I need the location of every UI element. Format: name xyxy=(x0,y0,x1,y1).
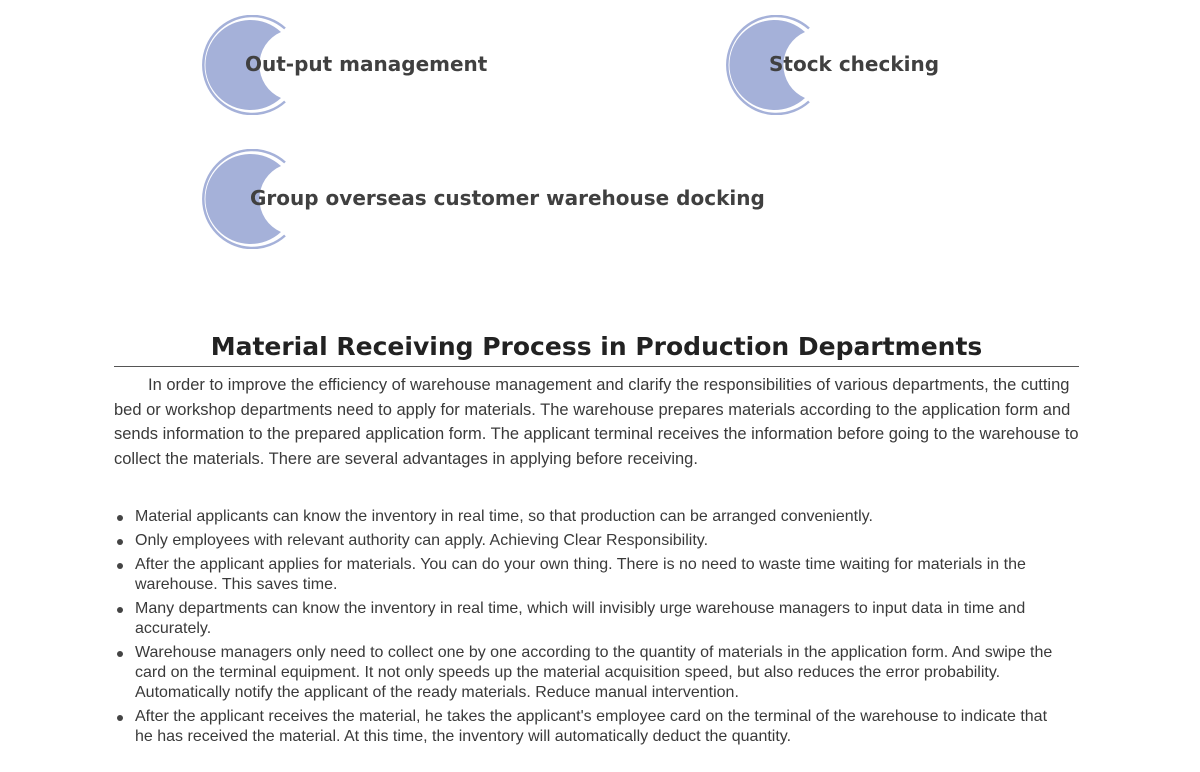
bullet-icon xyxy=(117,539,123,545)
bullet-icon xyxy=(117,607,123,613)
crescent-badge-icon xyxy=(202,15,286,115)
crescent-badge-icon xyxy=(202,149,286,249)
title-divider xyxy=(114,366,1079,367)
list-item: Only employees with relevant authority c… xyxy=(114,531,1059,551)
list-item: After the applicant receives the materia… xyxy=(114,707,1059,747)
bullet-icon xyxy=(117,563,123,569)
list-item-text: After the applicant receives the materia… xyxy=(135,708,1048,745)
section-title: Material Receiving Process in Production… xyxy=(210,332,983,361)
list-item-text: After the applicant applies for material… xyxy=(135,556,1026,593)
intro-paragraph: In order to improve the efficiency of wa… xyxy=(114,376,1079,468)
list-item: Many departments can know the inventory … xyxy=(114,599,1059,639)
list-item-text: Material applicants can know the invento… xyxy=(135,508,873,525)
feature-label: Stock checking xyxy=(769,52,940,76)
list-item: After the applicant applies for material… xyxy=(114,555,1059,595)
advantages-list: Material applicants can know the invento… xyxy=(114,507,1059,751)
bullet-icon xyxy=(117,515,123,521)
feature-label: Out-put management xyxy=(245,52,488,76)
list-item: Warehouse managers only need to collect … xyxy=(114,643,1059,703)
list-item-text: Many departments can know the inventory … xyxy=(135,600,1026,637)
bullet-icon xyxy=(117,651,123,657)
bullet-icon xyxy=(117,715,123,721)
list-item-text: Warehouse managers only need to collect … xyxy=(135,644,1053,701)
list-item-text: Only employees with relevant authority c… xyxy=(135,532,709,549)
crescent-badge-icon xyxy=(726,15,810,115)
feature-label: Group overseas customer warehouse dockin… xyxy=(250,186,765,210)
list-item: Material applicants can know the invento… xyxy=(114,507,1059,527)
